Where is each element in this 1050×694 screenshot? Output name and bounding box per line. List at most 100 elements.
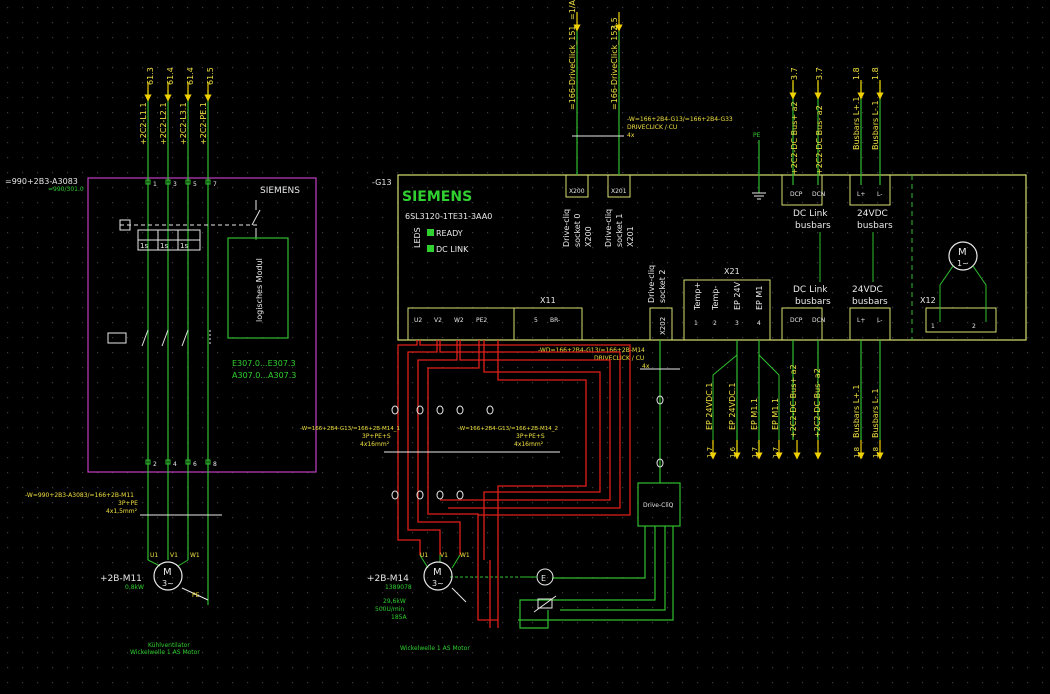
ep24-label-2: EP 24VDC.1 (728, 383, 737, 430)
x201-label: X201 (611, 188, 627, 195)
supply-wires (147, 90, 209, 605)
relay-label-1: 1s (140, 242, 148, 250)
epm1-ref-1: 1.7 (751, 447, 759, 458)
motor-m11-desc2: Wickelwelle 1 AS Motor (130, 649, 200, 656)
io-line-2: A307.0...A307.3 (232, 371, 296, 380)
v24-bot-l1: 24VDC (852, 285, 883, 295)
dc-link-top-l1: DC Link (793, 209, 828, 219)
coil-symbol (107, 332, 127, 344)
dc-bus-n-label: +2C2-DC Bus- a2 (815, 105, 824, 175)
shield-markers (391, 405, 494, 500)
relay-label-2: 1s (160, 242, 168, 250)
x21-n2: 2 (713, 320, 717, 327)
motor-m11: M 3~ U1 V1 W1 PE +2B-M11 0,8kW Kühlventi… (100, 552, 209, 656)
busn-bottom-ref: 1.8 (872, 447, 880, 458)
x202-desc-1: Drive-cliq (647, 265, 656, 303)
dc-link-top-box (781, 174, 823, 206)
motor-m14-id: 1389078 (385, 584, 412, 591)
dcn-top: DCN (812, 191, 825, 198)
motor-m14-current: 185A (391, 614, 407, 621)
drive-cliq-box (637, 482, 681, 527)
cable-m11-line1: -W=990+2B3-A3083/=166+2B-M11 (25, 492, 134, 499)
busn-bottom-label: Busbars L-.1 (871, 388, 880, 438)
drive-cliq-label: Drive-CliQ (643, 502, 674, 509)
dcp-bot: DCP (790, 317, 803, 324)
motor-m14-m: M (433, 567, 442, 578)
top-cable-2: DRIVECLICK / CU (627, 124, 677, 131)
epm1-label-2: EP M1.1 (771, 398, 780, 430)
motor-m14-symbol (423, 561, 453, 591)
contacts (141, 329, 211, 347)
bottom-term-6: 6 (193, 461, 197, 468)
busbar-n-ref: 1.8 (871, 67, 880, 80)
x11-w2: W2 (454, 317, 464, 324)
x11-v2: V2 (434, 317, 442, 324)
busp-bottom-label: Busbars L+.1 (852, 385, 861, 439)
g13-brand: SIEMENS (402, 189, 472, 205)
w2-line-1: -W=166+2B4-G13/=166+2B-M14_2 (458, 426, 558, 432)
led-dclink-icon (427, 245, 434, 252)
x21-temp-minus: Temp- (711, 286, 720, 311)
dc-link-bot-l1: DC Link (793, 285, 828, 295)
fan-motor-sub: 1~ (957, 259, 969, 268)
dc-bus-p-label: +2C2-DC Bus+ a2 (790, 101, 799, 175)
x12-box (925, 307, 997, 333)
relay-label-3: 1s (180, 242, 188, 250)
top-g13-wires: =166-DriveClick_151 =1/A2 =166-DriveClic… (568, 0, 884, 200)
v24-bot-l2: busbars (852, 297, 888, 307)
top-cable-3: 4x (627, 132, 635, 139)
x21-n4: 4 (757, 320, 761, 327)
io-line-1: E307.0...E307.3 (232, 359, 296, 368)
busp-bottom-ref: 1.8 (853, 447, 861, 458)
motor-m14-label: +2B-M14 (367, 574, 409, 584)
bottom-term-4: 4 (173, 461, 177, 468)
red-power-wires (397, 340, 631, 628)
g13-id: -G13 (372, 178, 392, 187)
encoder-label: E (541, 574, 546, 583)
mid-cable-2: DRIVECLICK / CU (594, 355, 644, 362)
x200-desc-2: socket 0 (573, 214, 582, 248)
dcp-top: DCP (790, 191, 803, 198)
x11-label: X11 (540, 296, 556, 305)
m11-w1: W1 (190, 552, 200, 559)
lm-bot: L- (877, 317, 882, 324)
x202-box (649, 307, 673, 341)
lp-bot: L+ (857, 317, 865, 324)
top-term-3: 3 (173, 181, 177, 188)
led-ready-label: READY (436, 229, 463, 238)
x21-label: X21 (724, 267, 740, 276)
temp-sensor-icon (537, 598, 553, 609)
motor-m11-label: +2B-M11 (100, 574, 142, 584)
motor-m11-symbol (153, 561, 183, 591)
busbar-p-label: Busbars L+.1 (852, 97, 861, 151)
x21-temp-plus: Temp+ (693, 282, 702, 311)
pe-top-label: PE (753, 132, 761, 139)
wire-ref-l2: 61.4 (166, 67, 175, 85)
x21-n3: 3 (735, 320, 739, 327)
m14-v1: V1 (440, 552, 448, 559)
dc-link-top-l2: busbars (795, 221, 831, 231)
top-term-7: 7 (213, 181, 217, 188)
wire-ref-pe: 61.5 (206, 67, 215, 85)
motor-m14-sub: 3~ (432, 579, 444, 588)
v24-top-l1: 24VDC (857, 209, 888, 219)
fan-motor-m: M (958, 247, 967, 258)
x200-label: X200 (569, 188, 585, 195)
relay-block (119, 200, 261, 251)
wire-label-l2: +2C2-L2.1 (159, 102, 168, 145)
x11-5: 5 (534, 317, 538, 324)
motor-m11-m: M (163, 567, 172, 578)
v24-bot-box (849, 307, 891, 341)
epm1-label-1: EP M1.1 (750, 398, 759, 430)
bottom-term-2: 2 (153, 461, 157, 468)
x201-desc-3: X201 (626, 226, 635, 247)
x12-t2: 2 (972, 323, 976, 330)
m11-pe: PE (192, 592, 200, 599)
g13-part: 6SL3120-1TE31-3AA0 (405, 212, 492, 221)
x201-desc-1: Drive-cliq (604, 209, 613, 247)
motor-m14-speed: 500U/min (375, 606, 404, 613)
x21-ep24: EP 24V (733, 281, 742, 310)
wire-label-l3: +2C2-L3.1 (179, 102, 188, 145)
